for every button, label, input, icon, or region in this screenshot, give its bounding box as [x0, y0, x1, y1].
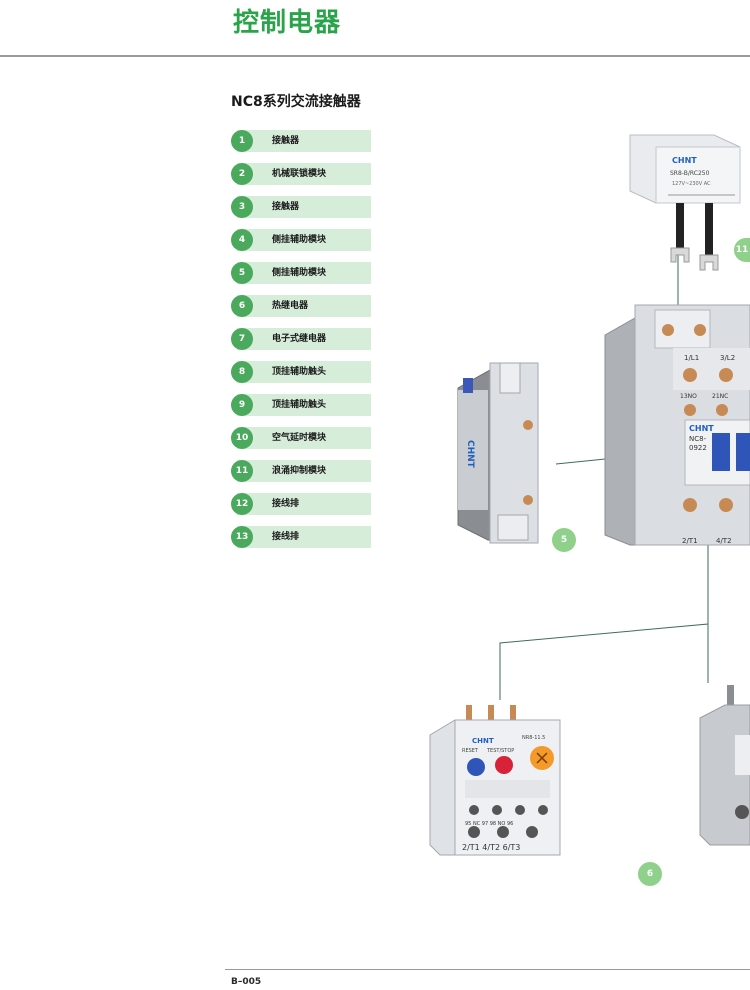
legend-number: 6 [231, 295, 253, 317]
relay-test: TEST/STOP [486, 748, 514, 754]
side-auxiliary-module: CHNT [457, 362, 539, 544]
thermal-relay: CHNT NR8-11.5 RESET TEST/STOP 95 NC 97 9… [429, 705, 561, 856]
legend-label: 接触器 [272, 136, 300, 146]
relay-terminals: 2/T1 4/T2 6/T3 [462, 843, 520, 852]
legend-label: 热继电器 [272, 301, 309, 311]
legend-item: 5 侧挂辅助模块 [231, 262, 371, 284]
contactor-terminal-t2: 4/T2 [716, 537, 732, 545]
legend-label: 浪涌抑制模块 [272, 466, 327, 476]
legend-number: 13 [231, 526, 253, 548]
footer-divider [225, 969, 750, 970]
contactor-terminal-l2: 3/L2 [720, 354, 735, 362]
relay-model: NR8-11.5 [522, 735, 545, 741]
surge-voltage: 127V~230V AC [672, 181, 711, 187]
legend-item: 13 接线排 [231, 526, 371, 548]
legend-number: 10 [231, 427, 253, 449]
legend-number: 7 [231, 328, 253, 350]
legend-number: 5 [231, 262, 253, 284]
legend-item: 2 机械联锁模块 [231, 163, 371, 185]
legend-item: 8 顶挂辅助触头 [231, 361, 371, 383]
legend-label: 接触器 [272, 202, 300, 212]
header-divider [0, 55, 750, 57]
contactor-terminal-13: 13NO [680, 393, 697, 400]
legend-number: 12 [231, 493, 253, 515]
legend-item: 9 顶挂辅助触头 [231, 394, 371, 416]
surge-model: SR8-B/RC250 [670, 170, 710, 177]
callout-marker: 6 [638, 862, 662, 886]
legend-item: 7 电子式继电器 [231, 328, 371, 350]
legend-number: 3 [231, 196, 253, 218]
legend-label: 接线排 [272, 499, 300, 509]
legend-label: 接线排 [272, 532, 300, 542]
surge-brand: CHNT [672, 156, 697, 165]
callout-marker: 5 [552, 528, 576, 552]
legend-item: 10 空气延时模块 [231, 427, 371, 449]
relay-contacts: 95 NC 97 98 NO 96 [465, 821, 513, 827]
contactor-body: 1/L1 3/L2 13NO 21NC CHNT NC8- 0922 2/T1 … [604, 304, 750, 546]
contactor-brand: CHNT [689, 424, 714, 433]
legend-label: 顶挂辅助触头 [272, 367, 327, 377]
surge-suppressor-module: CHNT SR8-B/RC250 127V~230V AC [629, 134, 741, 271]
page-number: B–005 [231, 977, 262, 987]
legend-item: 4 侧挂辅助模块 [231, 229, 371, 251]
legend-label: 电子式继电器 [272, 334, 327, 344]
legend-number: 11 [231, 460, 253, 482]
legend-item: 11 浪涌抑制模块 [231, 460, 371, 482]
legend-label: 机械联锁模块 [272, 169, 327, 179]
legend-number: 4 [231, 229, 253, 251]
section-title: NC8系列交流接触器 [231, 94, 361, 110]
legend-number: 8 [231, 361, 253, 383]
page-title: 控制电器 [233, 8, 342, 38]
legend-label: 侧挂辅助模块 [272, 268, 327, 278]
legend-label: 空气延时模块 [272, 433, 327, 443]
relay-reset: RESET [462, 748, 479, 754]
aux-brand: CHNT [465, 440, 475, 469]
legend-item: 3 接触器 [231, 196, 371, 218]
relay-brand: CHNT [472, 737, 494, 745]
contactor-terminal-l1: 1/L1 [684, 354, 699, 362]
contactor-model: NC8- [689, 435, 707, 443]
legend-item: 1 接触器 [231, 130, 371, 152]
legend-label: 侧挂辅助模块 [272, 235, 327, 245]
electronic-relay [699, 685, 750, 846]
contactor-terminal-21: 21NC [712, 393, 728, 400]
callout-marker: 11 [734, 238, 750, 262]
contactor-code: 0922 [689, 444, 707, 452]
legend-label: 顶挂辅助触头 [272, 400, 327, 410]
legend-number: 1 [231, 130, 253, 152]
legend-item: 12 接线排 [231, 493, 371, 515]
contactor-terminal-t1: 2/T1 [682, 537, 698, 545]
legend-item: 6 热继电器 [231, 295, 371, 317]
legend-number: 2 [231, 163, 253, 185]
legend-number: 9 [231, 394, 253, 416]
